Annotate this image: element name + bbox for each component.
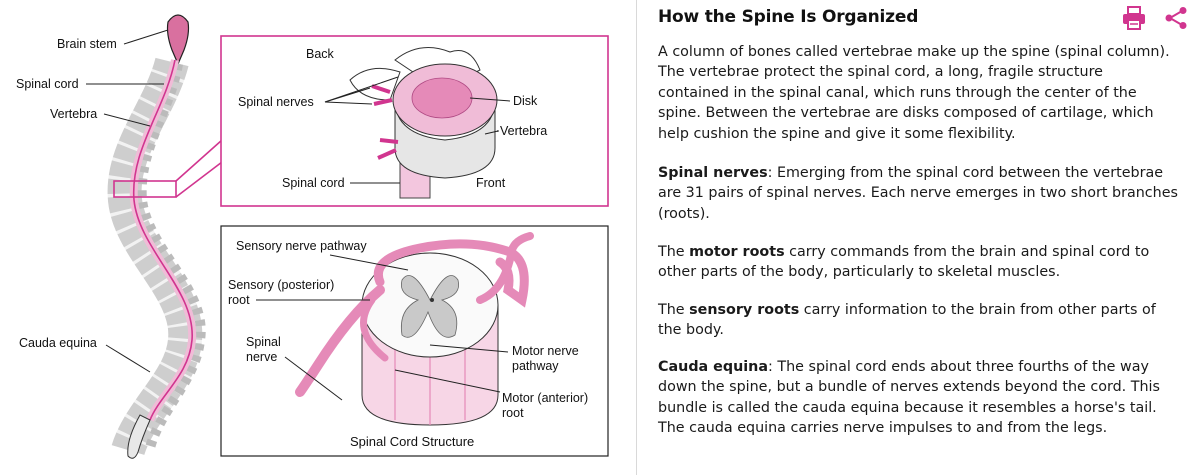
spine-column [107, 14, 206, 459]
label-brain-stem: Brain stem [57, 37, 117, 51]
label-sensory-root-1: Sensory (posterior) [228, 278, 334, 292]
label-vertebra-inset: Vertebra [500, 124, 547, 138]
label-sensory-root-2: root [228, 293, 250, 307]
label-disk: Disk [513, 94, 538, 108]
label-sensory-pathway: Sensory nerve pathway [236, 239, 367, 253]
share-icon [1165, 7, 1187, 29]
spinal-nerve-left [295, 285, 385, 397]
spinous-processes [136, 63, 206, 450]
label-back: Back [306, 47, 335, 61]
printer-icon [1123, 6, 1145, 30]
label-spinal-cord: Spinal cord [16, 77, 79, 91]
spine-illustration: Brain stem Spinal cord Vertebra Cauda eq… [16, 14, 609, 459]
label-spinal-nerve-1: Spinal [246, 335, 281, 349]
spinal-cord-line [132, 59, 193, 421]
label-motor-pathway-2: pathway [512, 359, 559, 373]
vertebral-bodies [107, 57, 203, 456]
label-spinal-cord-inset: Spinal cord [282, 176, 345, 190]
paragraph-intro: A column of bones called vertebrae make … [658, 44, 1170, 142]
term-cauda-equina: Cauda equina [658, 359, 769, 375]
column-divider [636, 0, 637, 475]
term-sensory-roots: sensory roots [689, 302, 800, 318]
paragraph-sensory-roots: The sensory roots carry information to t… [658, 302, 1156, 339]
brain-stem-shape [166, 14, 190, 66]
coccyx [127, 414, 151, 459]
term-spinal-nerves: Spinal nerves [658, 165, 768, 181]
page-title: How the Spine Is Organized [658, 7, 919, 27]
print-button[interactable] [1120, 4, 1148, 32]
paragraph-cauda-equina: Cauda equina: The spinal cord ends about… [658, 359, 1160, 437]
label-motor-root-1: Motor (anterior) [502, 391, 588, 405]
gray-matter [400, 275, 460, 338]
article: How the Spine Is Organized A column of b… [658, 0, 1178, 475]
vertebra-inset: Back Spinal nerves Disk Vertebra Spinal … [220, 35, 609, 207]
cord-structure-inset: Sensory nerve pathway Sensory (posterior… [220, 225, 609, 457]
spinal-nerve-branches [371, 84, 399, 160]
label-front: Front [476, 176, 506, 190]
paragraph-motor-roots: The motor roots carry commands from the … [658, 244, 1150, 281]
label-cauda-equina: Cauda equina [19, 336, 97, 350]
vertebral-body [394, 99, 496, 179]
share-button[interactable] [1162, 4, 1190, 32]
label-spinal-nerve-2: nerve [246, 350, 277, 364]
highlight-box [113, 180, 177, 198]
motor-root-nerve [360, 296, 389, 362]
label-motor-pathway-1: Motor nerve [512, 344, 579, 358]
paragraph-spinal-nerves: Spinal nerves: Emerging from the spinal … [658, 165, 1178, 222]
label-structure-caption: Spinal Cord Structure [350, 434, 474, 449]
label-vertebra: Vertebra [50, 107, 97, 121]
label-motor-root-2: root [502, 406, 524, 420]
label-spinal-nerves: Spinal nerves [238, 95, 314, 109]
term-motor-roots: motor roots [689, 244, 785, 260]
